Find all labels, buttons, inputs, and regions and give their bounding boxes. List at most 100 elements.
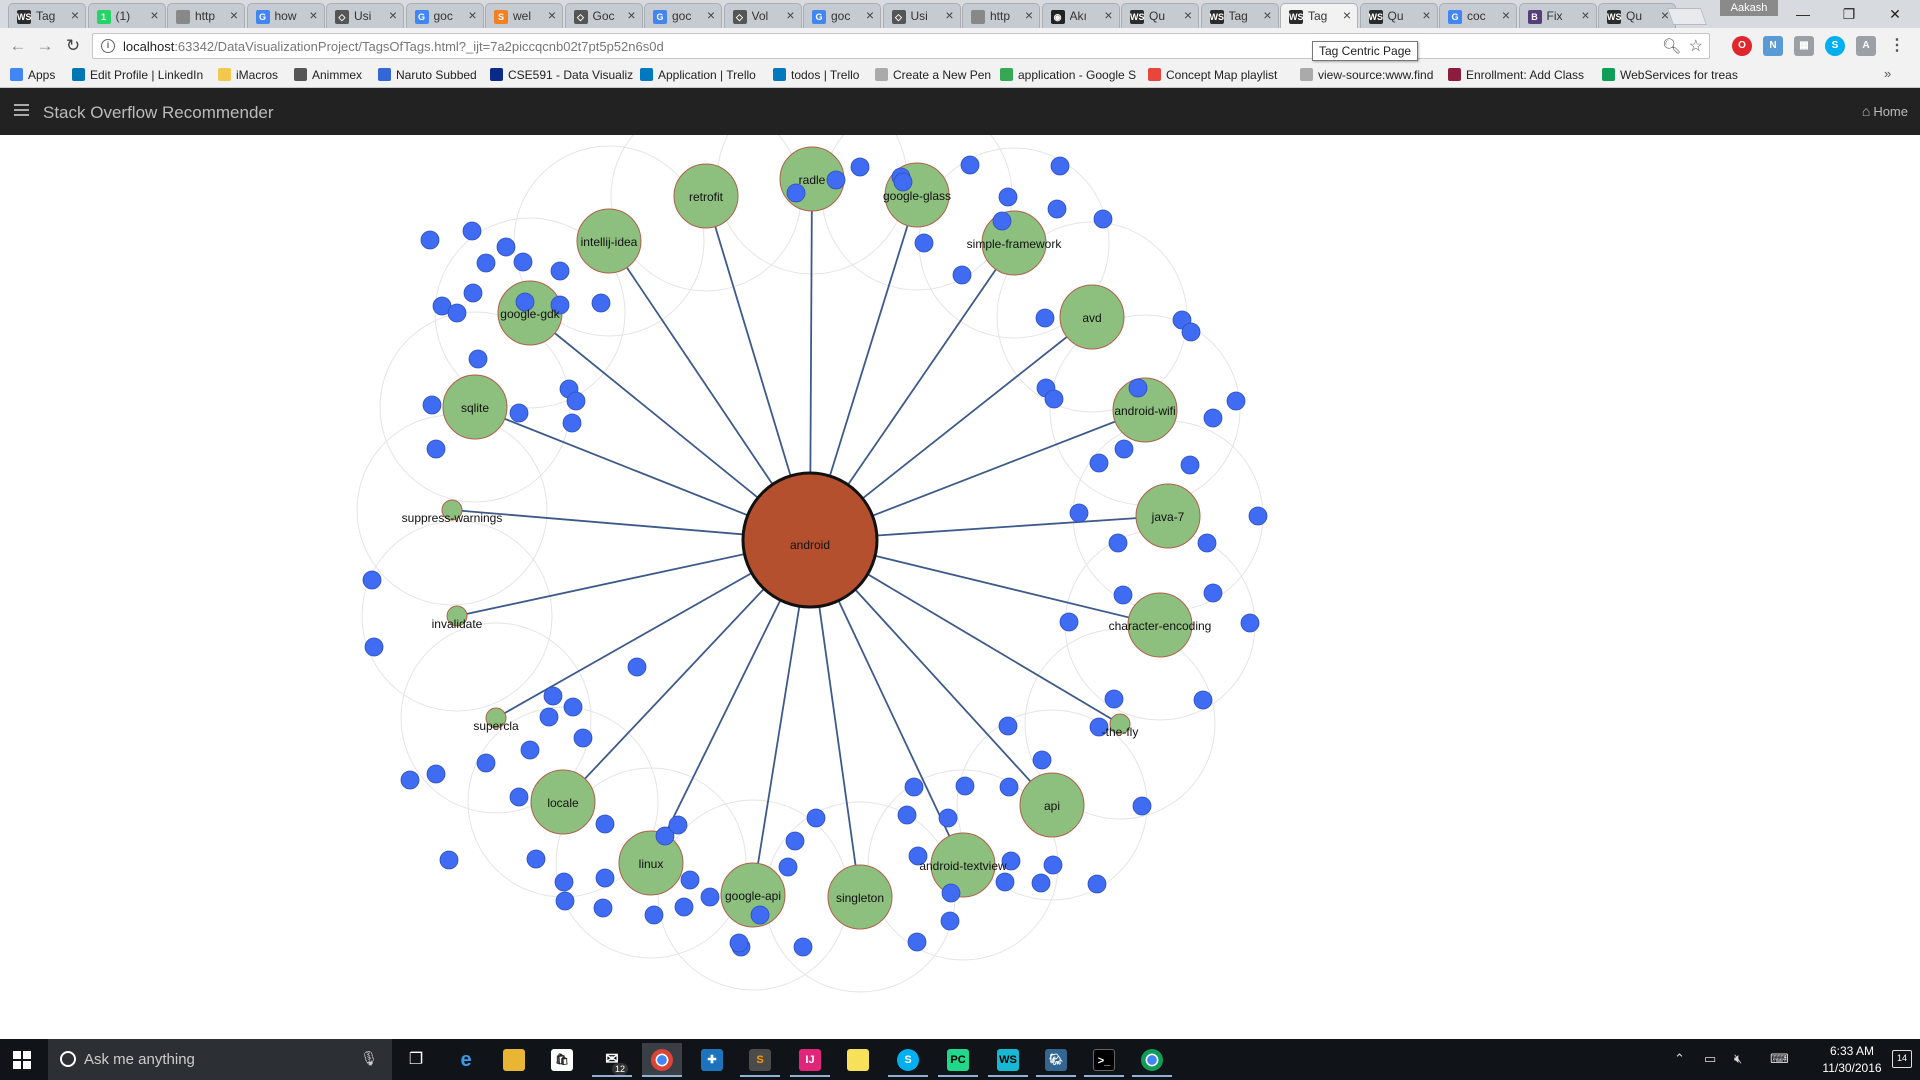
tab-close-icon[interactable]: × — [547, 7, 556, 23]
sub-tag-node[interactable] — [526, 849, 546, 869]
tab-close-icon[interactable]: × — [1104, 7, 1113, 23]
sub-tag-node[interactable] — [904, 777, 924, 797]
sub-tag-node[interactable] — [420, 230, 440, 250]
search-icon[interactable]: 🔍︎ — [1661, 38, 1681, 55]
bookmark-item[interactable]: view-source:www.find — [1300, 68, 1433, 82]
bookmark-item[interactable]: Naruto Subbed — [378, 68, 477, 82]
tag-node-invalidate[interactable] — [446, 605, 468, 627]
clock-date[interactable]: 11/30/2016 — [1822, 1061, 1882, 1075]
keyboard-icon[interactable]: ⌨ — [1770, 1051, 1789, 1066]
browser-tab[interactable]: ◇Usi× — [882, 3, 961, 28]
sub-tag-node[interactable] — [1203, 583, 1223, 603]
tab-close-icon[interactable]: × — [1501, 7, 1510, 23]
bookmark-star-icon[interactable]: ☆ — [1688, 38, 1703, 55]
browser-tab[interactable]: ◇Vol× — [723, 3, 802, 28]
sub-tag-node[interactable] — [426, 439, 446, 459]
sub-tag-node[interactable] — [463, 283, 483, 303]
sub-tag-node[interactable] — [439, 850, 459, 870]
volume-muted-icon[interactable]: 🔇︎ — [1734, 1051, 1743, 1066]
sub-tag-node[interactable] — [914, 233, 934, 253]
sub-tag-node[interactable] — [1203, 408, 1223, 428]
tag-node-android-wifi[interactable] — [1112, 377, 1178, 443]
tab-close-icon[interactable]: × — [1183, 7, 1192, 23]
sub-tag-node[interactable] — [566, 391, 586, 411]
sub-tag-node[interactable] — [992, 211, 1012, 231]
cortana-search-box[interactable]: Ask me anything 🎙︎ — [48, 1039, 392, 1080]
sub-tag-node[interactable] — [513, 252, 533, 272]
sub-tag-node[interactable] — [591, 293, 611, 313]
forward-icon[interactable]: → — [36, 36, 54, 55]
sub-tag-node[interactable] — [1226, 391, 1246, 411]
menu-icon[interactable] — [14, 104, 29, 116]
tab-close-icon[interactable]: × — [70, 7, 79, 23]
restore-icon[interactable]: ❐ — [1842, 6, 1856, 22]
sub-tag-node[interactable] — [550, 295, 570, 315]
home-link[interactable]: ⌂Home — [1861, 103, 1908, 119]
browser-tab[interactable]: ◇Usi× — [326, 3, 404, 28]
tab-close-icon[interactable]: × — [786, 7, 795, 23]
tag-node-sqlite[interactable] — [442, 374, 508, 440]
sub-tag-node[interactable] — [778, 857, 798, 877]
sub-tag-node[interactable] — [1001, 851, 1021, 871]
address-bar[interactable]: i localhost:63342/DataVisualizationProje… — [92, 33, 1710, 59]
sub-tag-node[interactable] — [806, 808, 826, 828]
browser-tab[interactable]: http× — [167, 3, 245, 28]
sub-tag-node[interactable] — [496, 237, 516, 257]
font-extension-icon[interactable]: A — [1856, 36, 1876, 56]
sub-tag-node[interactable] — [447, 303, 467, 323]
sub-tag-node[interactable] — [476, 753, 496, 773]
browser-tab[interactable]: ◇Goc× — [564, 3, 643, 28]
tag-node-singleton[interactable] — [827, 864, 893, 930]
bookmark-item[interactable]: Animmex — [294, 68, 362, 82]
sub-tag-node[interactable] — [1128, 378, 1148, 398]
sub-tag-node[interactable] — [850, 157, 870, 177]
tab-close-icon[interactable]: × — [706, 7, 715, 23]
tag-node-android-textview[interactable] — [930, 832, 996, 898]
bookmark-item[interactable]: Enrollment: Add Class — [1448, 68, 1584, 82]
sub-tag-node[interactable] — [593, 898, 613, 918]
sub-tag-node[interactable] — [907, 932, 927, 952]
sub-tag-node[interactable] — [952, 265, 972, 285]
tag-node-on-the-fly[interactable] — [1109, 713, 1131, 735]
minimize-icon[interactable]: — — [1796, 6, 1810, 22]
cse-app-icon[interactable]: ✚ — [692, 1043, 732, 1077]
clock-time[interactable]: 6:33 AM — [1829, 1044, 1875, 1058]
sub-tag-node[interactable] — [1087, 874, 1107, 894]
tab-close-icon[interactable]: × — [1024, 7, 1033, 23]
sub-tag-node[interactable] — [422, 395, 442, 415]
extension-icon[interactable]: ▦ — [1794, 36, 1814, 56]
sub-tag-node[interactable] — [543, 686, 563, 706]
sub-tag-node[interactable] — [941, 883, 961, 903]
sub-tag-node[interactable] — [1043, 855, 1063, 875]
sub-tag-node[interactable] — [999, 777, 1019, 797]
sub-tag-node[interactable] — [1050, 156, 1070, 176]
sub-tag-node[interactable] — [1181, 322, 1201, 342]
tag-node-avd[interactable] — [1059, 284, 1125, 350]
tab-close-icon[interactable]: × — [150, 7, 159, 23]
sub-tag-node[interactable] — [1114, 439, 1134, 459]
sub-tag-node[interactable] — [1089, 453, 1109, 473]
sub-tag-node[interactable] — [1180, 455, 1200, 475]
browser-tab[interactable]: http× — [962, 3, 1040, 28]
tab-close-icon[interactable]: × — [229, 7, 238, 23]
bookmark-item[interactable]: iMacros — [218, 68, 278, 82]
sub-tag-node[interactable] — [893, 172, 913, 192]
sub-tag-node[interactable] — [1069, 503, 1089, 523]
sub-tag-node[interactable] — [520, 740, 540, 760]
bookmark-item[interactable]: application - Google S — [1000, 68, 1136, 82]
sub-tag-node[interactable] — [563, 697, 583, 717]
bookmark-item[interactable]: Application | Trello — [640, 68, 756, 82]
pycharm-icon[interactable]: PC — [938, 1043, 978, 1077]
sub-tag-node[interactable] — [1197, 533, 1217, 553]
sub-tag-node[interactable] — [1035, 308, 1055, 328]
sub-tag-node[interactable] — [1047, 199, 1067, 219]
tab-close-icon[interactable]: × — [1660, 7, 1669, 23]
terminal-icon[interactable]: >_ — [1084, 1043, 1124, 1077]
bookmark-item[interactable]: WebServices for treas — [1602, 68, 1738, 82]
